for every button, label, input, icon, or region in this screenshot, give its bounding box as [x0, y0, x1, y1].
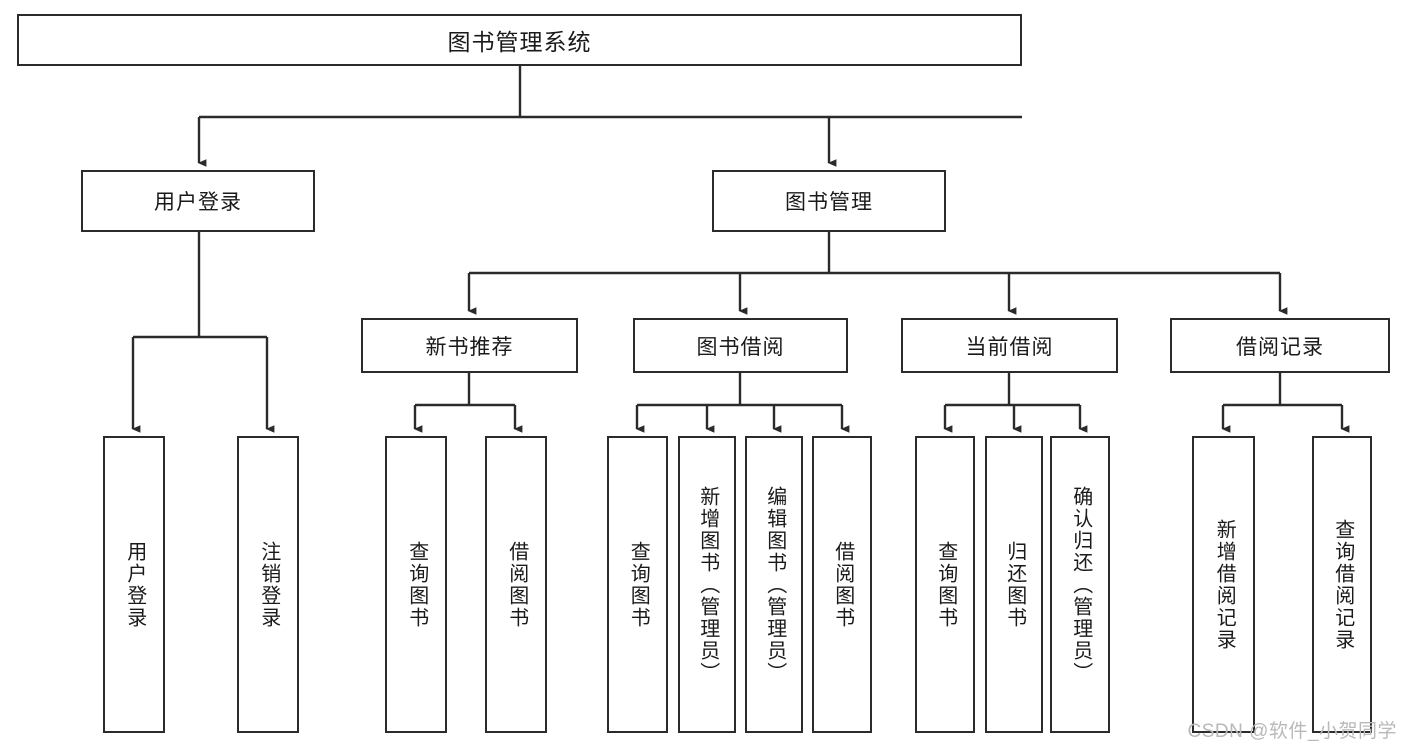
leaf-current-borrow-return[interactable]: 归还图书 [985, 436, 1043, 733]
node-label: 借阅图书 [831, 540, 854, 629]
node-label: 借阅图书 [505, 540, 528, 629]
leaf-book-borrow-add[interactable]: 新增图书（管理员） [678, 436, 736, 733]
node-label: 借阅记录 [1236, 335, 1324, 359]
node-label: 查询借阅记录 [1331, 518, 1354, 651]
leaf-current-borrow-confirm-return[interactable]: 确认归还（管理员） [1050, 436, 1110, 733]
node-label: 用户登录 [123, 540, 146, 629]
csdn-watermark: CSDN @软件_小贺同学 [1187, 721, 1397, 742]
node-label: 确认归还（管理员） [1069, 485, 1092, 684]
node-label: 注销登录 [257, 540, 280, 629]
node-root-system[interactable]: 图书管理系统 [17, 14, 1022, 66]
node-label: 查询图书 [405, 540, 428, 629]
leaf-borrow-record-add[interactable]: 新增借阅记录 [1192, 436, 1255, 733]
leaf-book-borrow-query[interactable]: 查询图书 [607, 436, 668, 733]
node-label: 新书推荐 [425, 335, 514, 359]
node-label: 用户登录 [154, 191, 242, 214]
node-label: 编辑图书（管理员） [763, 485, 786, 684]
node-new-book-recommend[interactable]: 新书推荐 [361, 318, 578, 373]
node-label: 图书管理系统 [447, 29, 592, 55]
leaf-book-borrow-edit[interactable]: 编辑图书（管理员） [745, 436, 803, 733]
node-label: 归还图书 [1003, 540, 1026, 629]
node-book-management[interactable]: 图书管理 [712, 170, 946, 232]
node-borrow-record[interactable]: 借阅记录 [1170, 318, 1390, 373]
leaf-book-borrow-lend[interactable]: 借阅图书 [812, 436, 872, 733]
node-label: 当前借阅 [965, 335, 1054, 359]
node-label: 查询图书 [627, 540, 650, 629]
node-label: 新增借阅记录 [1213, 518, 1236, 651]
leaf-user-login-signin[interactable]: 用户登录 [103, 436, 165, 733]
leaf-current-borrow-query[interactable]: 查询图书 [915, 436, 975, 733]
leaf-new-book-borrow[interactable]: 借阅图书 [485, 436, 547, 733]
leaf-borrow-record-query[interactable]: 查询借阅记录 [1312, 436, 1372, 733]
node-label: 图书管理 [785, 191, 873, 214]
leaf-user-login-signout[interactable]: 注销登录 [237, 436, 299, 733]
node-current-borrow[interactable]: 当前借阅 [901, 318, 1118, 373]
node-label: 图书借阅 [696, 335, 785, 359]
node-book-borrow[interactable]: 图书借阅 [633, 318, 848, 373]
leaf-new-book-query[interactable]: 查询图书 [385, 436, 447, 733]
node-label: 新增图书（管理员） [696, 485, 719, 684]
node-user-login[interactable]: 用户登录 [81, 170, 315, 232]
node-label: 查询图书 [934, 540, 957, 629]
